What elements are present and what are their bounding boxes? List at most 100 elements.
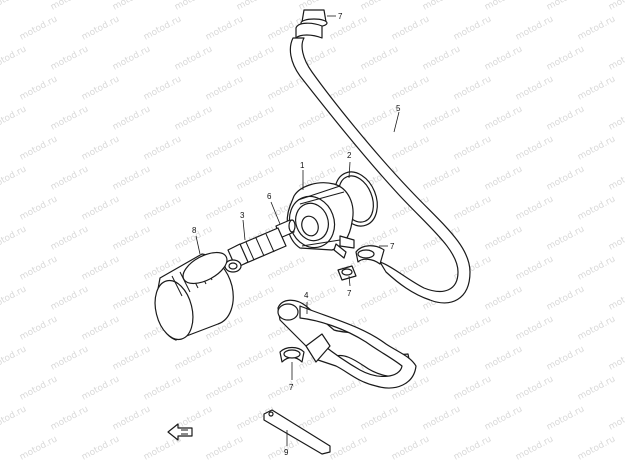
watermark-text: motod.ru — [483, 344, 524, 372]
watermark-text: motod.ru — [545, 104, 586, 132]
watermark-text: motod.ru — [328, 74, 369, 102]
watermark-text: motod.ru — [111, 164, 152, 192]
watermark-text: motod.ru — [390, 314, 431, 342]
watermark-text: motod.ru — [49, 284, 90, 312]
watermark-text: motod.ru — [18, 194, 59, 222]
callout-3: 3 — [240, 211, 245, 220]
watermark-text: motod.ru — [0, 104, 28, 132]
watermark-text: motod.ru — [49, 404, 90, 432]
watermark-text: motod.ru — [49, 164, 90, 192]
watermark-text: motod.ru — [421, 404, 462, 432]
watermark-text: motod.ru — [359, 44, 400, 72]
watermark-text: motod.ru — [111, 104, 152, 132]
watermark-text: motod.ru — [607, 44, 625, 72]
watermark-text: motod.ru — [173, 44, 214, 72]
callout-1: 1 — [300, 161, 305, 170]
watermark-text: motod.ru — [142, 134, 183, 162]
watermark-text: motod.ru — [483, 44, 524, 72]
watermark-text: motod.ru — [111, 224, 152, 252]
part-7-clamp-top — [295, 9, 328, 39]
watermark-text: motod.ru — [0, 404, 28, 432]
watermark-text: motod.ru — [18, 314, 59, 342]
watermark-text: motod.ru — [607, 0, 625, 13]
watermark-text: motod.ru — [18, 14, 59, 42]
watermark-text: motod.ru — [359, 0, 400, 13]
watermark-text: motod.ru — [545, 344, 586, 372]
part-8-oil-filter — [154, 251, 234, 341]
callout-7-right: 7 — [390, 242, 395, 251]
watermark-text: motod.ru — [514, 314, 555, 342]
watermark-text: motod.ru — [576, 254, 617, 282]
watermark-text: motod.ru — [576, 374, 617, 402]
watermark-text: motod.ru — [173, 164, 214, 192]
watermark-text: motod.ru — [452, 374, 493, 402]
watermark-text: motod.ru — [545, 44, 586, 72]
watermark-text: motod.ru — [607, 404, 625, 432]
watermark-text: motod.ru — [421, 0, 462, 13]
watermark-text: motod.ru — [18, 374, 59, 402]
watermark-text: motod.ru — [173, 0, 214, 13]
watermark-text: motod.ru — [18, 434, 59, 462]
watermark-text: motod.ru — [545, 164, 586, 192]
watermark-text: motod.ru — [266, 134, 307, 162]
part-4-cooler-hose — [277, 299, 417, 389]
watermark-text: motod.ru — [483, 104, 524, 132]
watermark-text: motod.ru — [483, 404, 524, 432]
watermark-text: motod.ru — [359, 104, 400, 132]
part-7-clamp-lower — [279, 346, 305, 363]
callout-labels: 7 5 1 2 3 6 8 7 7 4 7 9 — [192, 12, 401, 457]
leader-lines — [195, 15, 400, 446]
watermark-text: motod.ru — [576, 74, 617, 102]
watermark-text: motod.ru — [514, 134, 555, 162]
watermark-text: motod.ru — [111, 404, 152, 432]
watermark-text: motod.ru — [18, 74, 59, 102]
watermark-text: motod.ru — [452, 14, 493, 42]
watermark-text: motod.ru — [204, 14, 245, 42]
watermark-text: motod.ru — [111, 0, 152, 13]
watermark-text: motod.ru — [204, 134, 245, 162]
watermark-text: motod.ru — [80, 14, 121, 42]
watermark-text: motod.ru — [80, 314, 121, 342]
watermark-text: motod.ru — [0, 344, 28, 372]
watermark-text: motod.ru — [173, 344, 214, 372]
watermark-text: motod.ru — [607, 344, 625, 372]
watermark-text: motod.ru — [0, 284, 28, 312]
watermark-text: motod.ru — [111, 44, 152, 72]
watermark-text: motod.ru — [80, 254, 121, 282]
watermark-text: motod.ru — [421, 344, 462, 372]
part-7-clamp-middle — [337, 265, 357, 281]
watermark-text: motod.ru — [359, 284, 400, 312]
watermark-text: motod.ru — [80, 374, 121, 402]
watermark-text: motod.ru — [390, 14, 431, 42]
watermark-text: motod.ru — [421, 44, 462, 72]
watermark-text: motod.ru — [576, 314, 617, 342]
part-9-bracket — [263, 409, 331, 455]
part-1-oil-cooler — [286, 182, 355, 259]
watermark-text: motod.ru — [390, 134, 431, 162]
watermark-text: motod.ru — [80, 134, 121, 162]
watermark-text: motod.ru — [173, 104, 214, 132]
watermark-text: motod.ru — [607, 284, 625, 312]
watermark-text: motod.ru — [545, 224, 586, 252]
watermark-text: motod.ru — [483, 0, 524, 13]
callout-5: 5 — [396, 104, 401, 113]
watermark-text: motod.ru — [235, 284, 276, 312]
watermark-text: motod.ru — [266, 74, 307, 102]
watermark-text: motod.ru — [297, 404, 338, 432]
watermark-text: motod.ru — [142, 374, 183, 402]
watermark-text: motod.ru — [545, 404, 586, 432]
callout-4: 4 — [304, 291, 309, 300]
front-direction-arrow-icon — [167, 423, 193, 441]
watermark-text: motod.ru — [545, 284, 586, 312]
watermark-text: motod.ru — [111, 344, 152, 372]
watermark-text: motod.ru — [49, 224, 90, 252]
watermark-text: motod.ru — [576, 134, 617, 162]
watermark-text: motod.ru — [18, 134, 59, 162]
watermark-text: motod.ru — [452, 434, 493, 462]
callout-9: 9 — [284, 448, 289, 457]
watermark-text: motod.ru — [483, 284, 524, 312]
watermark-text: motod.ru — [142, 194, 183, 222]
watermark-text: motod.ru — [328, 14, 369, 42]
watermark-text: motod.ru — [0, 164, 28, 192]
